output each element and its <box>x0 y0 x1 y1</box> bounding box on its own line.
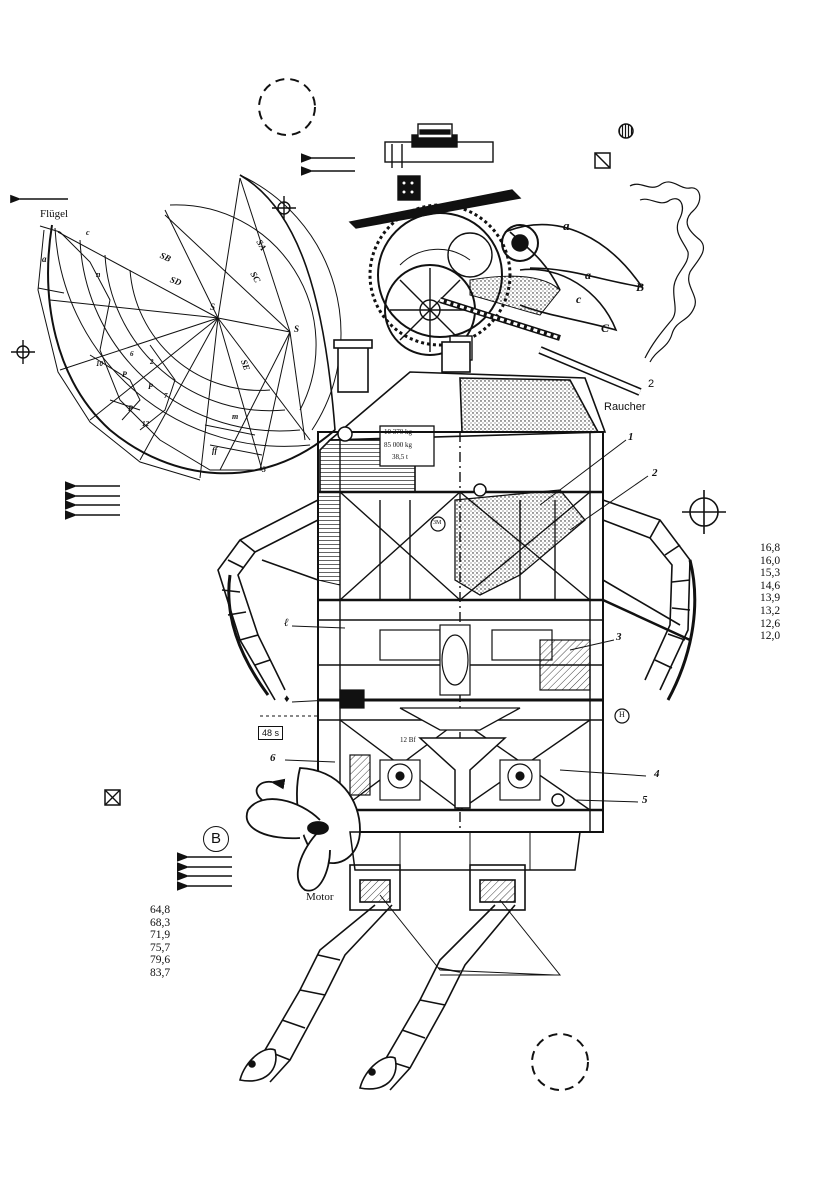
beak-B-label: B <box>636 280 645 294</box>
geo-m: m <box>232 412 239 421</box>
pipe-2-label: 2 <box>648 378 655 390</box>
beak-a2-label: a <box>585 268 591 282</box>
number-left-item: 83,7 <box>150 966 171 979</box>
gauge-h-label: H <box>619 710 625 719</box>
gauge-3m-icon <box>430 516 446 532</box>
geo-ff: ff <box>212 446 218 455</box>
number-left-item: 79,6 <box>150 954 171 967</box>
wing-outer-edge <box>47 224 336 475</box>
geo-10: 10 <box>96 360 103 368</box>
fluegel-label: Flügel <box>40 208 69 220</box>
callout-lines <box>260 439 649 803</box>
geo-S2: S <box>294 324 300 334</box>
geo-2: 2 <box>150 358 154 366</box>
left-arrow-pair-icon <box>300 153 355 176</box>
machinery-blocks <box>339 624 591 801</box>
number-left-item: 71,9 <box>150 929 171 942</box>
left-arrow-stack-mid-icon <box>64 481 120 520</box>
number-right-item: 16,0 <box>760 554 781 567</box>
callout-4: 4 <box>654 768 660 780</box>
geo-p1: P <box>122 370 127 379</box>
geo-6: 6 <box>130 350 134 358</box>
raucher-label: Raucher <box>604 401 646 413</box>
number-left-item: 75,7 <box>150 941 171 954</box>
left-mark-diamond: ♦ <box>284 693 290 705</box>
number-right-item: 13,9 <box>760 592 781 605</box>
geo-p3: P <box>128 404 133 413</box>
number-right-item: 12,0 <box>760 630 781 643</box>
base-skirt <box>349 831 581 871</box>
striped-circle-icon <box>618 123 634 139</box>
head-hatch-area <box>469 275 561 316</box>
dashed-circle-bottom-icon <box>531 1033 589 1091</box>
roof <box>319 339 607 493</box>
gauge-lower-icon <box>551 793 565 807</box>
gauge-h-icon <box>614 708 630 724</box>
left-hatch-column <box>317 491 341 586</box>
geo-7: 7 <box>164 392 168 400</box>
right-arm-lattice <box>602 499 697 701</box>
time-box: 48 s <box>258 726 284 740</box>
beak <box>504 223 644 332</box>
gauge-3m-label: 3M <box>433 520 442 526</box>
box-slash-icon <box>594 152 611 169</box>
left-mark-l: ℓ <box>284 617 289 629</box>
propeller <box>245 767 361 892</box>
hopper-funnel <box>418 737 507 809</box>
hat-smokestack <box>348 123 522 229</box>
gauge-left-icon <box>337 426 353 442</box>
motor-label: Motor <box>306 891 334 903</box>
gauge-mid-icon <box>473 483 487 497</box>
box-x-icon <box>104 789 121 806</box>
geo-a: a <box>42 254 47 264</box>
number-left-item: 64,8 <box>150 904 171 916</box>
geo-12: 12 <box>142 420 149 428</box>
callout-1: 1 <box>628 431 634 443</box>
number-left-item: 68,3 <box>150 916 171 929</box>
dashed-circle-top-icon <box>258 78 316 136</box>
crosshair-left-icon <box>11 340 35 364</box>
badge-b: B <box>203 826 229 852</box>
beak-a1-label: a <box>563 218 570 233</box>
geo-p2: P <box>148 382 153 391</box>
number-right-item: 15,3 <box>760 567 781 580</box>
number-right-item: 14,6 <box>760 579 781 592</box>
callout-3: 3 <box>616 631 622 643</box>
geo-n: n <box>96 270 101 279</box>
geo-S1: S <box>210 302 216 312</box>
geo-c: c <box>86 228 90 237</box>
wing-inner-edge <box>239 174 336 431</box>
number-right-item: 12,6 <box>760 617 781 630</box>
hopper-upper <box>399 707 521 731</box>
left-arm-lattice <box>217 499 319 701</box>
weight-3: 38,5 t <box>392 453 408 461</box>
head-gear-mechanism <box>368 203 561 361</box>
number-right-item: 13,2 <box>760 604 781 617</box>
left-leg-lattice <box>239 864 556 1083</box>
beak-C-label: C <box>601 321 610 335</box>
right-leg-lattice <box>359 864 562 1091</box>
beak-c-label: c <box>576 292 582 306</box>
left-arrow-stack-low-icon <box>176 852 232 891</box>
crosshair-right-icon <box>682 490 726 534</box>
bf-label: 12 Bf <box>400 736 416 744</box>
callout-6: 6 <box>270 752 276 764</box>
callout-5: 5 <box>642 794 648 806</box>
callout-2: 2 <box>652 467 658 479</box>
number-right-item: 16,8 <box>760 542 781 554</box>
weight-2: 85 000 kg <box>384 441 412 449</box>
contour-squiggle <box>629 181 705 363</box>
geo-3: 3 <box>262 465 266 474</box>
weight-1: 10 370 kg <box>384 428 412 436</box>
